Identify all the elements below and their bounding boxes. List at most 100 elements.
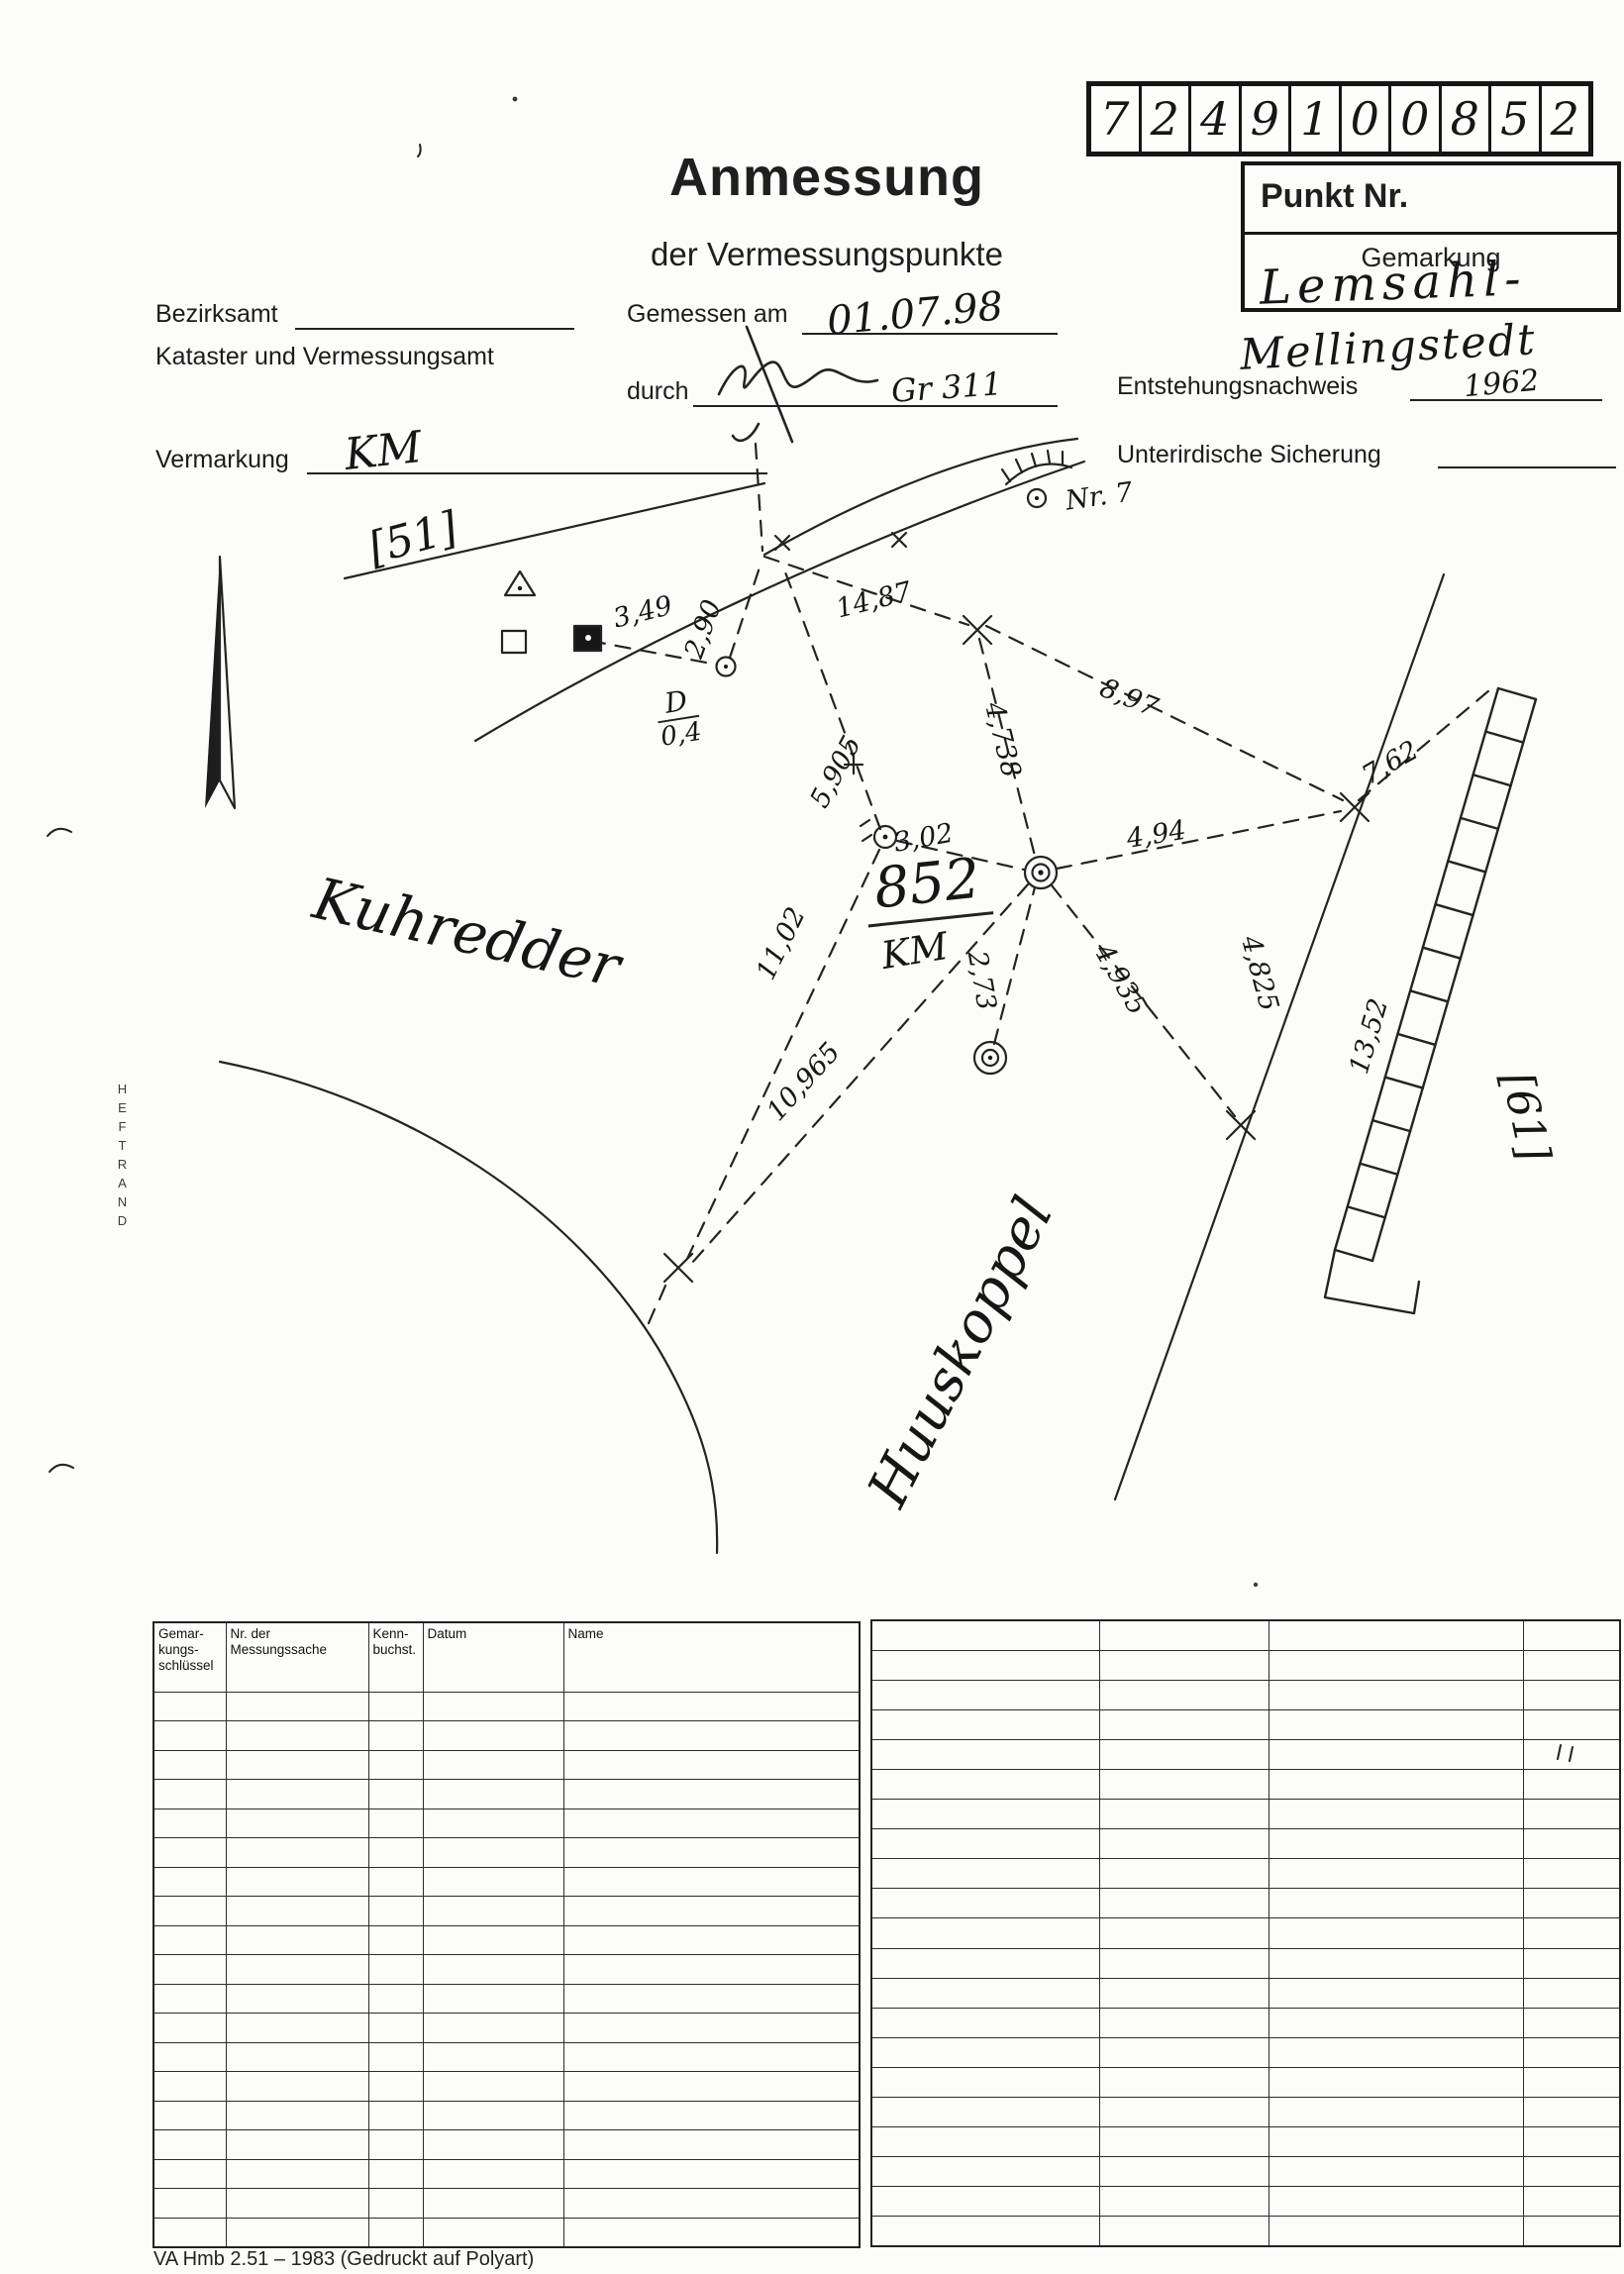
measurement-label: 13,52: [1344, 994, 1395, 1078]
kataster-label: Kataster und Vermessungsamt: [155, 343, 494, 370]
table-cell: [152, 1808, 227, 1838]
table-cell: [367, 2129, 424, 2160]
table-cell: [1268, 2216, 1524, 2247]
table-cell: [1522, 1679, 1621, 1710]
table-cell: [225, 1691, 369, 1721]
table-cell: [152, 1779, 227, 1809]
table-cell: [225, 2129, 369, 2160]
table-cell: [870, 1799, 1100, 1830]
point-number-digit: 2: [1550, 92, 1579, 146]
table-cell: [152, 1749, 227, 1780]
table-cell: [870, 1619, 1100, 1651]
table-cell: [1522, 1649, 1621, 1681]
table-cell: [1098, 1619, 1269, 1651]
measurement-label: 7,62: [1357, 735, 1424, 791]
point-number-digit: 7: [1091, 86, 1142, 152]
table-header-cell: Name: [562, 1621, 861, 1693]
table-cell: [1522, 1917, 1621, 1949]
point-number-digit: 4: [1191, 86, 1242, 152]
table-cell: [152, 1924, 227, 1955]
table-cell: [870, 1649, 1100, 1681]
processing-table-right: [870, 1619, 1621, 2247]
table-cell: [367, 2041, 424, 2072]
table-cell: [152, 1954, 227, 1985]
table-cell: [152, 2071, 227, 2102]
table-cell: [1268, 2036, 1524, 2068]
table-cell: [367, 2217, 424, 2247]
table-cell: [152, 2188, 227, 2219]
table-cell: [1098, 1888, 1269, 1919]
table-cell: [1522, 2156, 1621, 2188]
table-cell: [225, 1954, 369, 1985]
table-cell: [152, 1983, 227, 2014]
measurement-label: 11,02: [751, 902, 812, 985]
table-cell: [367, 1808, 424, 1838]
table-cell: [422, 1837, 564, 1868]
table-cell: [225, 2188, 369, 2219]
table-cell: [1098, 1768, 1269, 1801]
table-cell: [870, 2216, 1100, 2247]
table-cell: [1098, 1799, 1269, 1830]
gemessen-am-label: Gemessen am: [627, 300, 788, 328]
point-number-box: Punkt Nr. Gemarkung: [1241, 161, 1621, 312]
table-cell: [1268, 1888, 1524, 1919]
measurement-label: 2,73: [961, 948, 1002, 1013]
table-cell: [562, 2129, 861, 2160]
table-cell: [1098, 2216, 1269, 2247]
table-cell: [367, 1896, 424, 1926]
table-cell: [1522, 2126, 1621, 2158]
table-cell: [225, 1924, 369, 1955]
durch-blank-line: [693, 405, 1058, 407]
table-cell: [367, 2188, 424, 2219]
table-cell: [870, 2036, 1100, 2068]
point-number-digit: 8: [1442, 86, 1491, 152]
table-cell: [562, 1720, 861, 1751]
table-cell: [367, 1866, 424, 1897]
table-cell: [562, 1749, 861, 1780]
table-cell: [225, 1866, 369, 1897]
table-cell: [225, 2100, 369, 2130]
durch-label: durch: [627, 377, 689, 405]
table-cell: [1098, 1917, 1269, 1949]
table-cell: [367, 1691, 424, 1721]
point-number-digit: 0: [1391, 86, 1442, 152]
table-cell: [225, 1720, 369, 1751]
table-cell: [152, 2217, 227, 2247]
table-cell: [562, 1896, 861, 1926]
measurement-label: 8,97: [1095, 672, 1163, 724]
table-cell: [225, 2041, 369, 2072]
table-cell: [870, 2007, 1100, 2038]
point-number-digit: 5: [1491, 86, 1542, 152]
point-number-digit: 9: [1242, 86, 1291, 152]
unterirdische-sicherung-blank-line: [1438, 466, 1616, 468]
table-cell: [562, 2158, 861, 2189]
table-cell: [1268, 2156, 1524, 2188]
table-cell: [1522, 1768, 1621, 1801]
form-number-footer: VA Hmb 2.51 – 1983 (Gedruckt auf Polyart…: [153, 2248, 535, 2270]
point-number-digit: 2: [1142, 86, 1191, 152]
table-cell: [1268, 1799, 1524, 1830]
gemessen-am-blank-line: [802, 333, 1058, 335]
table-cell: [1268, 1977, 1524, 2009]
unterirdische-sicherung-label: Unterirdische Sicherung: [1117, 441, 1381, 468]
table-cell: [562, 1866, 861, 1897]
table-cell: [870, 1858, 1100, 1890]
table-cell: [1522, 1977, 1621, 2009]
table-cell: [1098, 2156, 1269, 2188]
table-cell: [1522, 2007, 1621, 2038]
table-cell: [870, 2186, 1100, 2218]
form-title: Anmessung: [668, 148, 985, 207]
table-cell: [152, 2041, 227, 2072]
measurement-label: 10,965: [761, 1036, 847, 1127]
table-cell: [870, 2066, 1100, 2099]
table-cell: [562, 2188, 861, 2219]
table-cell: [152, 2013, 227, 2043]
table-cell: [1098, 1679, 1269, 1710]
table-cell: [367, 1924, 424, 1955]
entstehungsnachweis-label: Entstehungsnachweis: [1117, 372, 1359, 400]
table-cell: [152, 2100, 227, 2130]
table-cell: [367, 1749, 424, 1780]
table-cell: [1098, 2036, 1269, 2068]
table-cell: [1268, 1947, 1524, 1979]
